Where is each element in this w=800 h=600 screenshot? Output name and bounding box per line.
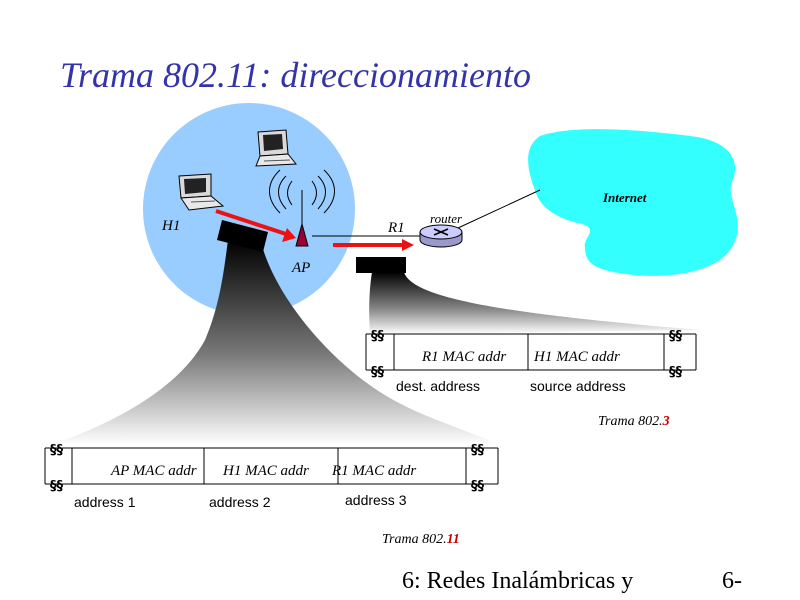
router-internet-link [457, 189, 541, 229]
frame-8023-name: Trama 802.3 [598, 414, 670, 429]
laptop-h1-icon [178, 173, 225, 211]
frame-80211-field: AP MAC addr [110, 463, 197, 479]
frame-80211-caption: address 3 [345, 492, 407, 508]
frame-8023-break-mark: §§ [371, 329, 385, 344]
frame-8023-field: H1 MAC addr [533, 349, 620, 365]
router-type-label: router [430, 211, 463, 226]
frame-80211-caption: address 2 [209, 494, 271, 510]
frame-80211-cone [50, 240, 498, 445]
frame-80211-field: H1 MAC addr [222, 463, 309, 479]
frame-8023-caption: dest. address [396, 378, 480, 394]
frame-80211-break-mark: §§ [50, 479, 64, 494]
frame-80211-break-mark: §§ [471, 479, 485, 494]
frame-80211: §§ §§ §§ §§ AP MAC addr H1 MAC addr R1 M… [44, 443, 499, 547]
host-label: H1 [161, 218, 180, 234]
footer-chapter: 6: Redes Inalámbricas y [402, 568, 634, 594]
frame-80211-field: R1 MAC addr [331, 463, 416, 479]
frame-8023: §§ §§ §§ §§ R1 MAC addr H1 MAC addr dest… [365, 329, 697, 429]
frame-80211-break-mark: §§ [50, 443, 64, 458]
frame-8023-break-mark: §§ [371, 365, 385, 380]
slide-title: Trama 802.11: direccionamiento [60, 55, 531, 95]
frame-8023-break-mark: §§ [669, 329, 683, 344]
internet-label: Internet [602, 190, 647, 205]
frame-80211-name: Trama 802.11 [382, 532, 460, 547]
frame-80211-break-mark: §§ [471, 443, 485, 458]
footer-page-number: 6- [722, 568, 742, 594]
frame-8023-cone [369, 272, 700, 334]
ap-to-router-arrow [333, 239, 414, 251]
frame-80211-caption: address 1 [74, 494, 136, 510]
router-icon [419, 224, 463, 248]
frame-8023-field: R1 MAC addr [421, 349, 506, 365]
frame-8023-break-mark: §§ [669, 365, 683, 380]
access-point-icon [269, 169, 335, 247]
wireless-cell [143, 103, 355, 315]
ap-label: AP [291, 260, 310, 276]
laptop-icon [255, 129, 298, 167]
r1-frame-bar [356, 257, 406, 273]
internet-cloud [528, 129, 738, 276]
h1-frame-bar [217, 220, 268, 252]
frame-8023-caption: source address [530, 378, 626, 394]
router-label: R1 [387, 220, 405, 236]
h1-to-ap-arrow [215, 209, 296, 242]
